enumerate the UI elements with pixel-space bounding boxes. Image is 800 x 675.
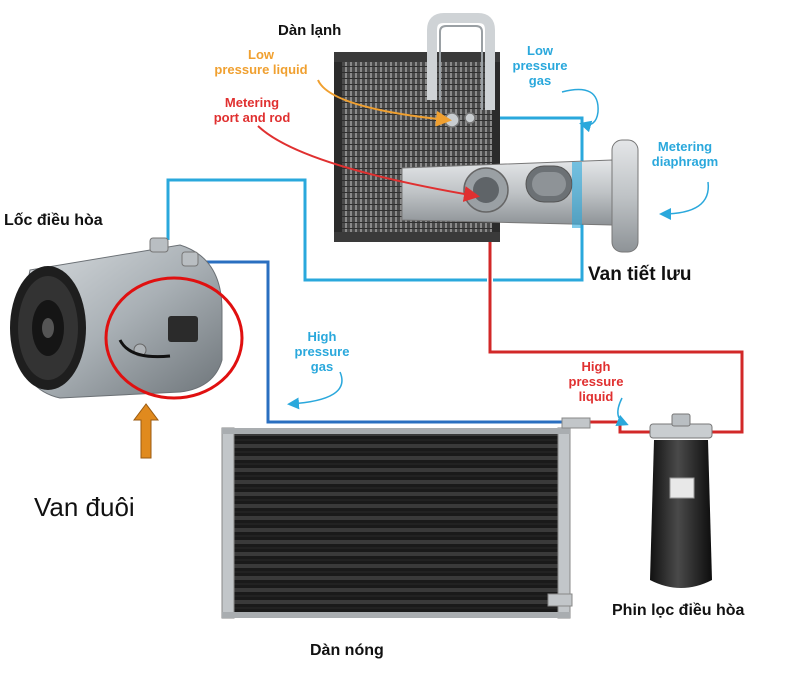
- tail-valve-label: Van đuôi: [34, 492, 135, 522]
- receiver-drier-label: Phin lọc điều hòa: [612, 602, 745, 619]
- evaporator-label: Dàn lạnh: [278, 22, 342, 39]
- tail-valve-highlight-circle: [104, 276, 244, 400]
- high-pressure-gas-line: [190, 259, 580, 425]
- compressor-label: Lốc điều hòa: [4, 212, 103, 229]
- expansion-valve-label: Van tiết lưu: [588, 264, 692, 285]
- low-pressure-gas-note: Low pressure gas: [512, 43, 568, 88]
- high-pressure-liquid-note: High pressure liquid: [568, 359, 624, 404]
- high-pressure-gas-note: High pressure gas: [294, 329, 350, 374]
- condenser-label: Dàn nóng: [310, 642, 384, 659]
- evaporator: [334, 13, 500, 242]
- metering-port-note: Metering port and rod: [213, 95, 291, 125]
- annotation-arrows: [257, 79, 709, 426]
- compressor: [10, 237, 223, 399]
- condenser: [221, 417, 591, 619]
- low-pressure-liquid-note: Low pressure liquid: [214, 47, 308, 77]
- up-arrow-icon: [133, 403, 159, 459]
- metering-diaphragm-note: Metering diaphragm: [651, 139, 719, 169]
- receiver-drier: [649, 413, 713, 588]
